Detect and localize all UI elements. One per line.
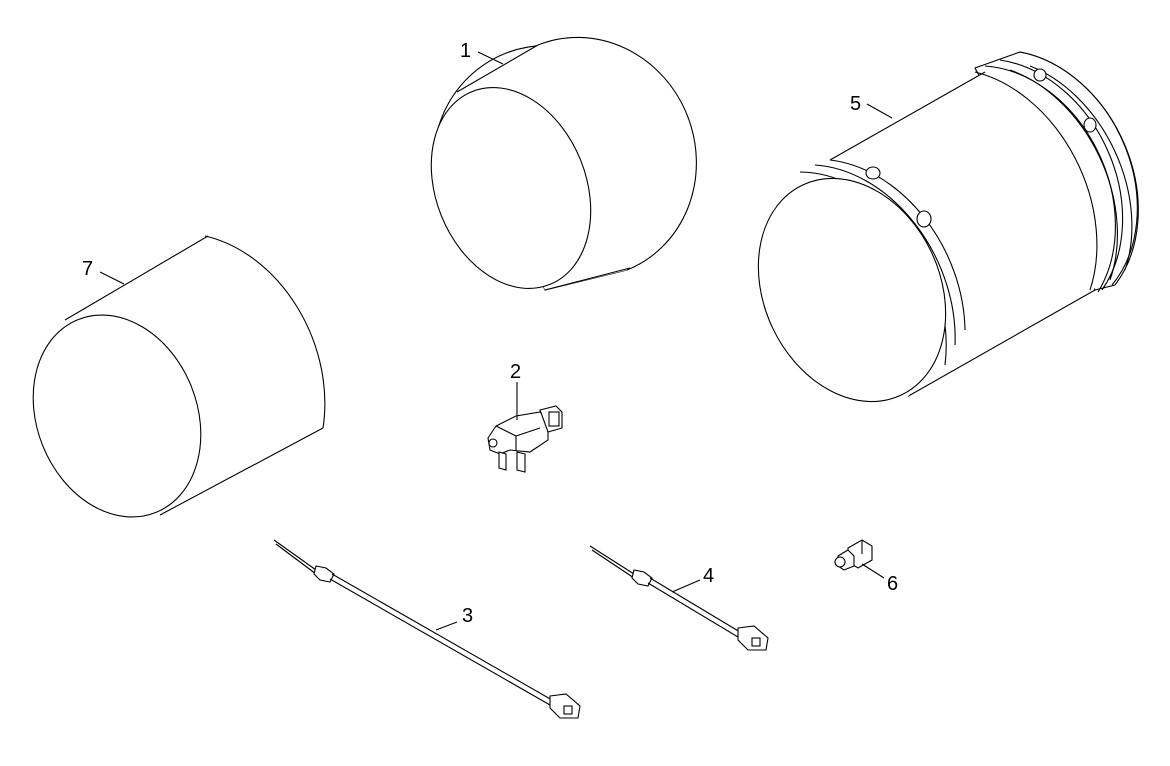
leader-7 bbox=[99, 271, 125, 285]
callout-3: 3 bbox=[462, 605, 473, 627]
leader-5 bbox=[866, 103, 893, 119]
part-3-cable-sensor bbox=[273, 539, 581, 719]
part-5-cylinder bbox=[757, 51, 1139, 403]
callout-labels: 1 2 3 4 5 6 7 bbox=[82, 40, 898, 627]
leader-3 bbox=[435, 621, 458, 631]
part-4-cable-sensor bbox=[589, 545, 769, 651]
part-2-sensor bbox=[487, 405, 563, 473]
callout-7: 7 bbox=[82, 258, 93, 280]
part-1-cylinder bbox=[430, 36, 701, 291]
callout-2: 2 bbox=[510, 361, 521, 383]
callout-6: 6 bbox=[887, 573, 898, 595]
part-6-fitting bbox=[834, 539, 873, 571]
callout-5: 5 bbox=[850, 93, 861, 115]
leader-1 bbox=[477, 51, 504, 65]
callout-1: 1 bbox=[460, 40, 471, 62]
part-7-cylinder bbox=[32, 235, 326, 518]
leader-4 bbox=[671, 579, 701, 593]
leader-lines bbox=[99, 51, 893, 631]
leader-6 bbox=[861, 563, 885, 579]
callout-4: 4 bbox=[703, 565, 714, 587]
